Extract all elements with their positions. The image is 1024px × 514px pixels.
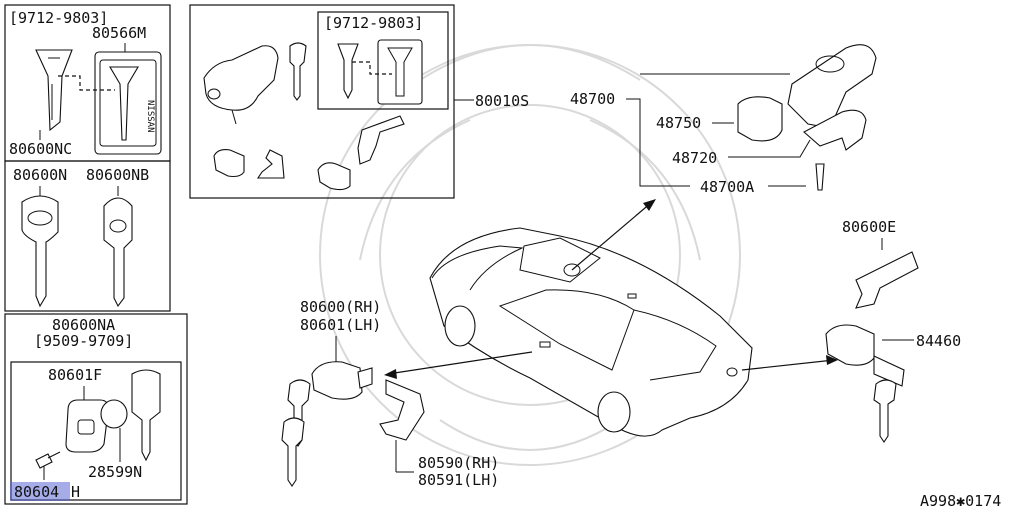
part-label-80601F: 80601F xyxy=(48,366,102,384)
panel-top-center xyxy=(189,4,455,199)
part-label-80601LH: 80601(LH) xyxy=(300,316,381,334)
key-in-inner-panel xyxy=(337,43,359,100)
watermark xyxy=(319,44,741,466)
rod-bracket xyxy=(357,115,405,165)
diagram-code: A998✱0174 xyxy=(920,492,1001,510)
dashed-leader xyxy=(58,75,115,91)
arrow-to-door-lock xyxy=(387,351,533,375)
key-80600NB xyxy=(103,197,133,308)
door-cylinder-small xyxy=(213,149,245,178)
trunk-key xyxy=(873,379,897,443)
ignition-lock-cylinder xyxy=(203,45,279,111)
bolt-48700A xyxy=(815,163,825,191)
clamp-48720 xyxy=(803,109,867,151)
trunk-cylinder-small xyxy=(317,162,351,191)
key-80601F xyxy=(131,369,161,462)
arrow-to-trunk-lock xyxy=(741,359,835,371)
part-label-28599N: 28599N xyxy=(88,463,142,481)
key-blank-in-plate xyxy=(109,66,139,141)
car-outline xyxy=(429,227,753,437)
part-label-80590RH: 80590(RH) xyxy=(418,454,499,472)
part-label-84460: 84460 xyxy=(916,332,961,350)
part-label-80604-suffix: H xyxy=(71,483,80,501)
part-label-80566M: 80566M xyxy=(92,24,146,42)
door-lock-cylinder xyxy=(311,361,363,400)
plate-brand-text: NISSAN xyxy=(145,100,155,133)
highlight-80604 xyxy=(10,482,70,501)
trunk-lock-bracket xyxy=(855,251,919,309)
arrow-to-steering-lock xyxy=(571,201,653,271)
panel-bottom-left-inner xyxy=(10,361,182,501)
key-plate-inner xyxy=(377,39,423,105)
part-label-80600NA: 80600NA xyxy=(52,316,115,334)
part-label-80600NC: 80600NC xyxy=(9,140,72,158)
date-range-label-2: [9509-9709] xyxy=(34,332,133,350)
key-80600NC xyxy=(35,49,73,132)
battery-28599N xyxy=(100,399,128,429)
panel-top-center-inner xyxy=(317,11,449,110)
door-rod-bracket xyxy=(379,379,425,441)
part-label-80604: 80604 xyxy=(14,483,59,501)
part-label-48700: 48700 xyxy=(570,90,615,108)
date-range-label: [9712-9803] xyxy=(9,9,108,27)
part-label-48750: 48750 xyxy=(656,114,701,132)
date-range-label-3: [9712-9803] xyxy=(324,14,423,32)
part-label-80010S: 80010S xyxy=(475,92,529,110)
ignition-switch-48750 xyxy=(737,96,783,142)
part-label-48700A: 48700A xyxy=(700,178,754,196)
door-key-2 xyxy=(281,417,305,487)
door-clip xyxy=(256,149,285,179)
ignition-key xyxy=(289,42,307,101)
part-label-80600E: 80600E xyxy=(842,218,896,236)
panel-bottom-left xyxy=(4,313,188,505)
part-label-80591LH: 80591(LH) xyxy=(418,471,499,489)
part-label-48720: 48720 xyxy=(672,149,717,167)
screw-80604H xyxy=(35,453,53,469)
key-plate xyxy=(94,51,162,155)
key-80600N xyxy=(21,195,59,308)
remote-fob xyxy=(65,399,109,453)
panel-mid-left xyxy=(4,160,171,312)
part-label-80600NB: 80600NB xyxy=(86,166,149,184)
part-label-80600N: 80600N xyxy=(13,166,67,184)
part-label-80600RH: 80600(RH) xyxy=(300,298,381,316)
